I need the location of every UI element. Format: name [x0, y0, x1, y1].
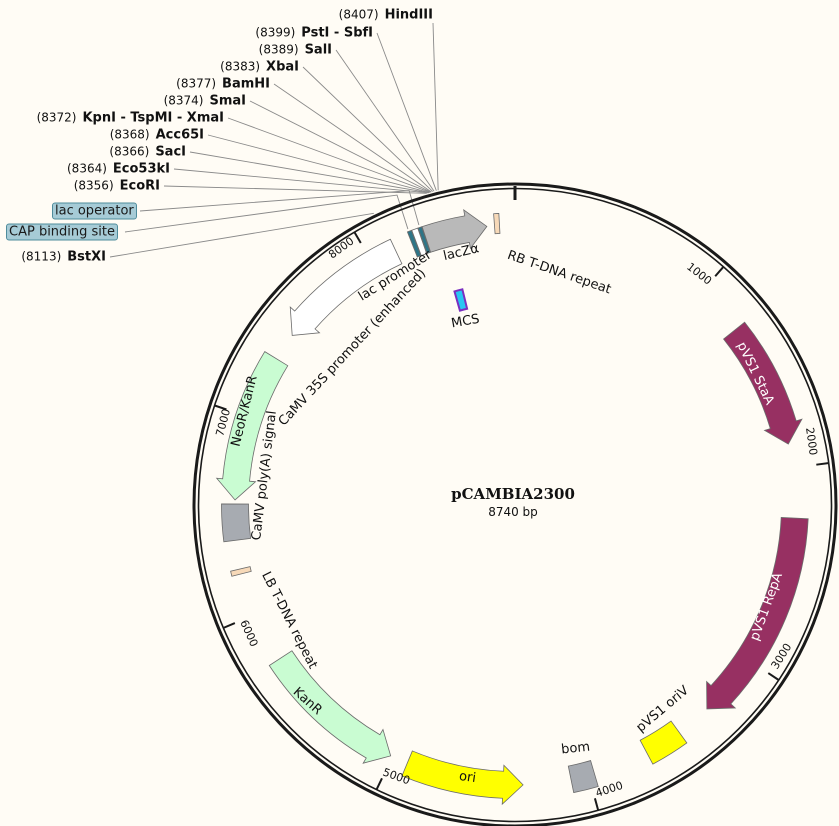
site-name: KpnI - TspMI - XmaI	[82, 110, 224, 126]
site-label-kpni-tspmi-xmai[interactable]: (8372) KpnI - TspMI - XmaI	[37, 111, 224, 126]
tick-mark-4000	[593, 798, 600, 811]
tick-mark-1000	[714, 266, 724, 277]
site-name: XbaI	[266, 59, 299, 75]
feature-label-bom[interactable]: bom	[560, 740, 590, 758]
feature-camv-poly-a-signal[interactable]	[221, 503, 252, 543]
feature-ori[interactable]	[401, 750, 524, 806]
site-position: (8407)	[338, 7, 379, 22]
tick-mark-6000	[223, 622, 236, 629]
leader-line-kpni-tspmi-xmai	[227, 117, 431, 193]
feature-lacz[interactable]	[421, 209, 488, 253]
tick-mark-5000	[375, 777, 383, 790]
tick-mark-3000	[767, 672, 779, 681]
site-name: SacI	[155, 144, 186, 160]
site-label-bamhi[interactable]: (8377) BamHI	[176, 77, 270, 92]
leader-line-bstxi	[109, 212, 374, 258]
site-position: (8364)	[67, 161, 107, 176]
feature-pvs1-repa[interactable]	[706, 517, 809, 710]
features	[215, 209, 809, 806]
leader-line-xbai	[302, 66, 434, 192]
site-label-sali[interactable]: (8389) SalI	[259, 43, 332, 58]
site-name: Eco53kI	[112, 161, 170, 177]
tick-mark-7000	[214, 404, 227, 411]
feature-pvs1-staa[interactable]	[722, 321, 803, 445]
site-label-ecori[interactable]: (8356) EcoRI	[74, 179, 160, 194]
site-label-saci[interactable]: (8366) SacI	[109, 145, 186, 160]
site-name: Acc65I	[155, 127, 204, 143]
site-label-bstxi[interactable]: (8113) BstXI	[21, 250, 106, 265]
leader-line-ecori	[163, 185, 427, 194]
feature-rb-t-dna-repeat[interactable]	[493, 213, 501, 235]
leader-line-saci	[189, 151, 430, 194]
site-name: HindIII	[384, 7, 433, 23]
leader-line-eco53ki	[173, 168, 429, 194]
site-leader-lines	[109, 22, 439, 258]
site-position: (8374)	[163, 93, 204, 108]
backbone-outer	[192, 182, 838, 826]
site-position: (8113)	[21, 249, 62, 264]
feature-label-ori[interactable]: ori	[458, 769, 477, 786]
site-position: (8372)	[36, 110, 77, 125]
feature-camv-35s-promoter-enhanced[interactable]	[289, 238, 403, 336]
site-name: SmaI	[209, 93, 246, 109]
leader-line-lac-operator	[139, 190, 420, 226]
leader-line-smai	[249, 100, 431, 193]
leader-line-bamhi	[273, 83, 432, 193]
feature-label-rb-tdna-repeat[interactable]: RB T-DNA repeat	[505, 248, 613, 298]
feature-neor-kanr[interactable]	[215, 351, 289, 501]
site-name: SalI	[304, 42, 332, 58]
tick-label-1000: 1000	[684, 260, 714, 287]
tick-mark-8000	[353, 232, 362, 244]
tick-label-6000: 6000	[237, 618, 260, 649]
feature-lb-t-dna-repeat[interactable]	[230, 566, 252, 577]
site-label-eco53ki[interactable]: (8364) Eco53kI	[67, 162, 170, 177]
site-position: (8383)	[220, 59, 261, 74]
ticks	[214, 232, 829, 811]
plasmid-name: pCAMBIA2300	[451, 485, 575, 503]
site-position: (8356)	[73, 178, 114, 193]
site-position: (8366)	[109, 144, 150, 159]
site-position: (8368)	[109, 127, 150, 142]
site-label-acc65i[interactable]: (8368) Acc65I	[110, 128, 204, 143]
tick-mark-2000	[816, 462, 829, 466]
tick-label-2000: 2000	[803, 427, 820, 457]
leader-line-hindiii	[432, 22, 439, 191]
feature-label-mcs[interactable]: MCS	[450, 312, 481, 332]
site-name: BstXI	[67, 249, 106, 265]
feature-kanr[interactable]	[268, 650, 392, 764]
feature-box-label-cap-binding-site[interactable]: CAP binding site	[6, 223, 119, 241]
feature-mcs[interactable]	[453, 288, 469, 312]
site-position: (8389)	[258, 42, 299, 57]
tick-label-8000: 8000	[326, 234, 356, 261]
leader-line-cap-binding-site	[124, 194, 409, 233]
leader-line-psti-sbfi	[376, 32, 437, 191]
site-name: PstI - SbfI	[301, 25, 373, 41]
site-label-smai[interactable]: (8374) SmaI	[164, 94, 246, 109]
site-label-hindiii[interactable]: (8407) HindIII	[339, 8, 433, 23]
site-label-psti-sbfi[interactable]: (8399) PstI - SbfI	[255, 26, 373, 41]
site-label-xbai[interactable]: (8383) XbaI	[220, 60, 299, 75]
feature-box-label-lac-operator[interactable]: lac operator	[52, 202, 137, 220]
site-name: BamHI	[222, 76, 270, 92]
feature-bom[interactable]	[567, 760, 599, 794]
tick-label-4000: 4000	[594, 779, 625, 800]
site-name: EcoRI	[119, 178, 160, 194]
leader-line-sali	[335, 49, 435, 192]
leader-line-acc65i	[207, 134, 430, 193]
site-position: (8399)	[255, 25, 296, 40]
plasmid-length: 8740 bp	[488, 505, 538, 519]
site-position: (8377)	[176, 76, 217, 91]
feature-pvs1-oriv[interactable]	[639, 720, 688, 765]
